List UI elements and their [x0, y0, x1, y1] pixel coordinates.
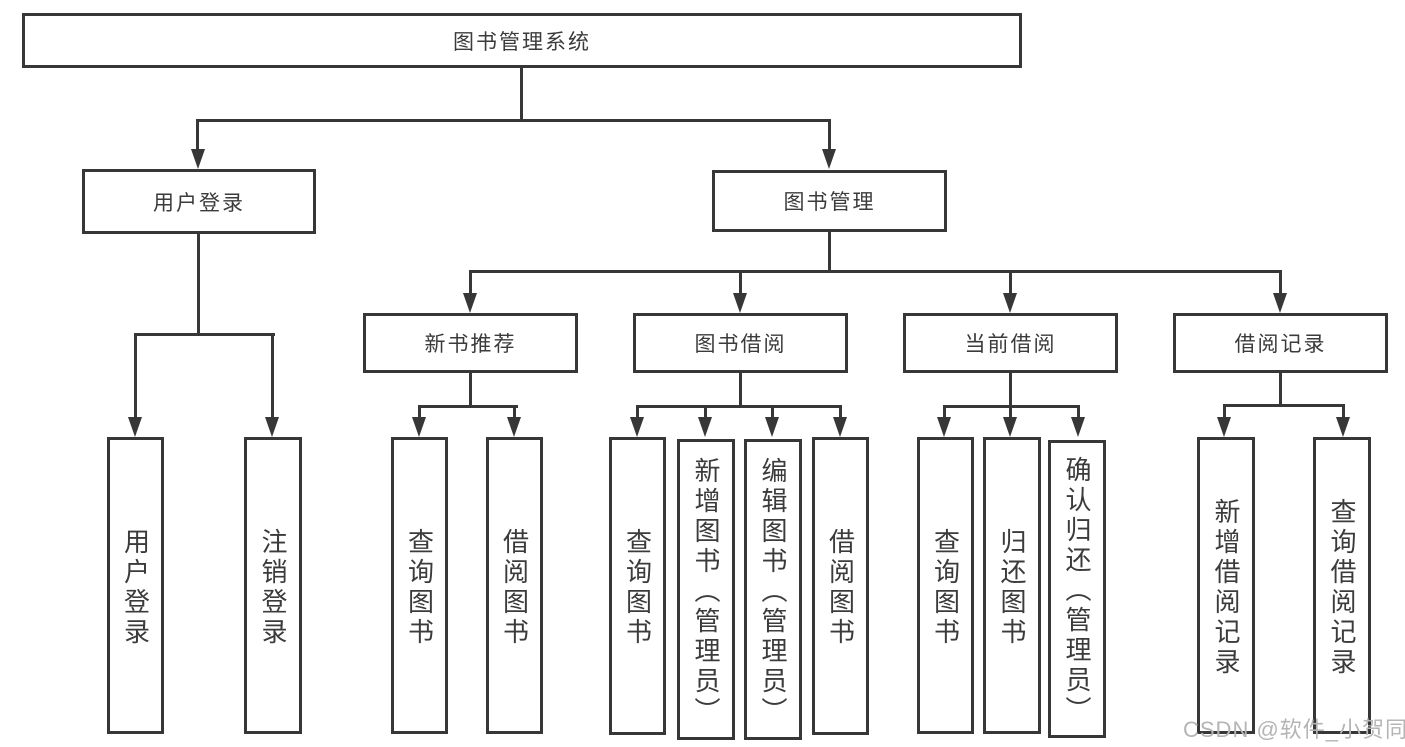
node-query-books-recommend: 查询图书	[391, 437, 448, 734]
connector	[1279, 373, 1282, 406]
connector	[134, 333, 137, 417]
arrow-down-icon	[128, 417, 142, 437]
node-borrowing-records: 借阅记录	[1173, 313, 1388, 373]
connector	[134, 333, 275, 336]
node-book-management: 图书管理	[712, 170, 947, 232]
connector	[196, 119, 831, 122]
connector	[636, 405, 842, 408]
connector	[828, 232, 831, 273]
node-label: 借阅记录	[1234, 333, 1327, 356]
node-label: 编辑图书（管理员）	[758, 456, 788, 727]
node-label: 图书管理	[783, 191, 876, 214]
connector	[1077, 405, 1080, 419]
connector	[418, 405, 518, 408]
node-label: 新书推荐	[424, 333, 517, 356]
arrow-down-icon	[463, 293, 477, 313]
node-current-borrowing: 当前借阅	[903, 313, 1118, 373]
connector	[520, 68, 523, 122]
node-query-borrow-record: 查询借阅记录	[1313, 437, 1371, 734]
connector	[739, 270, 742, 295]
node-label: 确认归还（管理员）	[1062, 456, 1092, 726]
node-label: 查询借阅记录	[1327, 497, 1357, 678]
node-label: 注销登录	[258, 527, 288, 648]
arrow-down-icon	[507, 417, 521, 437]
node-label: 图书管理系统	[453, 30, 591, 54]
node-label: 借阅图书	[499, 527, 530, 648]
arrow-down-icon	[1003, 417, 1017, 437]
arrow-down-icon	[1003, 293, 1017, 313]
arrow-down-icon	[937, 417, 951, 437]
connector	[513, 405, 516, 419]
arrow-down-icon	[265, 417, 279, 437]
connector	[704, 405, 707, 419]
connector	[636, 405, 639, 419]
connector	[469, 270, 472, 295]
connector	[418, 405, 421, 419]
node-label: 当前借阅	[964, 333, 1057, 356]
node-logout: 注销登录	[244, 437, 302, 734]
node-label: 新增借阅记录	[1211, 497, 1241, 678]
connector	[196, 119, 199, 152]
arrow-down-icon	[1336, 417, 1350, 437]
arrow-down-icon	[1273, 293, 1287, 313]
connector	[839, 405, 842, 419]
node-label: 查询图书	[622, 528, 653, 648]
connector	[771, 405, 774, 419]
connector	[1009, 373, 1012, 408]
node-confirm-return-admin: 确认归还（管理员）	[1048, 440, 1106, 738]
arrow-down-icon	[191, 149, 205, 169]
connector	[943, 405, 946, 419]
node-label: 归还图书	[997, 527, 1027, 648]
node-label: 新增图书（管理员）	[691, 456, 721, 727]
arrow-down-icon	[698, 417, 712, 437]
connector	[469, 373, 472, 408]
connector	[197, 234, 200, 335]
arrow-down-icon	[412, 417, 426, 437]
node-label: 查询图书	[404, 527, 435, 648]
arrow-down-icon	[1217, 417, 1231, 437]
node-library-management-system: 图书管理系统	[22, 13, 1022, 68]
node-borrow-books-recommend: 借阅图书	[486, 437, 543, 734]
node-label: 查询图书	[930, 527, 961, 648]
node-label: 用户登录	[153, 191, 245, 215]
connector	[271, 333, 274, 417]
node-query-books-current: 查询图书	[917, 437, 974, 734]
node-book-borrowing: 图书借阅	[633, 313, 848, 373]
connector	[1342, 404, 1345, 419]
connector	[469, 270, 1282, 273]
arrow-down-icon	[833, 417, 847, 437]
node-add-books-admin: 新增图书（管理员）	[677, 439, 735, 740]
connector	[1279, 270, 1282, 295]
arrow-down-icon	[765, 417, 779, 437]
node-label: 借阅图书	[825, 528, 856, 648]
node-edit-books-admin: 编辑图书（管理员）	[744, 439, 802, 740]
connector	[828, 119, 831, 152]
node-add-borrow-record: 新增借阅记录	[1197, 437, 1255, 734]
arrow-down-icon	[1071, 417, 1085, 437]
connector	[1009, 270, 1012, 295]
node-new-book-recommendation: 新书推荐	[363, 313, 578, 373]
node-borrow-books: 借阅图书	[812, 437, 869, 735]
node-label: 图书借阅	[694, 333, 787, 356]
node-return-books: 归还图书	[983, 437, 1041, 734]
node-query-books-borrow: 查询图书	[609, 437, 666, 735]
arrow-down-icon	[822, 149, 836, 169]
node-user-login: 用户登录	[82, 169, 316, 234]
connector	[1009, 405, 1012, 419]
arrow-down-icon	[630, 417, 644, 437]
watermark: CSDN @软件_小贺同学	[1183, 717, 1405, 742]
connector	[739, 373, 742, 408]
connector	[1223, 404, 1345, 407]
arrow-down-icon	[733, 293, 747, 313]
node-user-login-leaf: 用户登录	[107, 437, 164, 734]
connector	[1223, 404, 1226, 419]
node-label: 用户登录	[120, 527, 151, 648]
